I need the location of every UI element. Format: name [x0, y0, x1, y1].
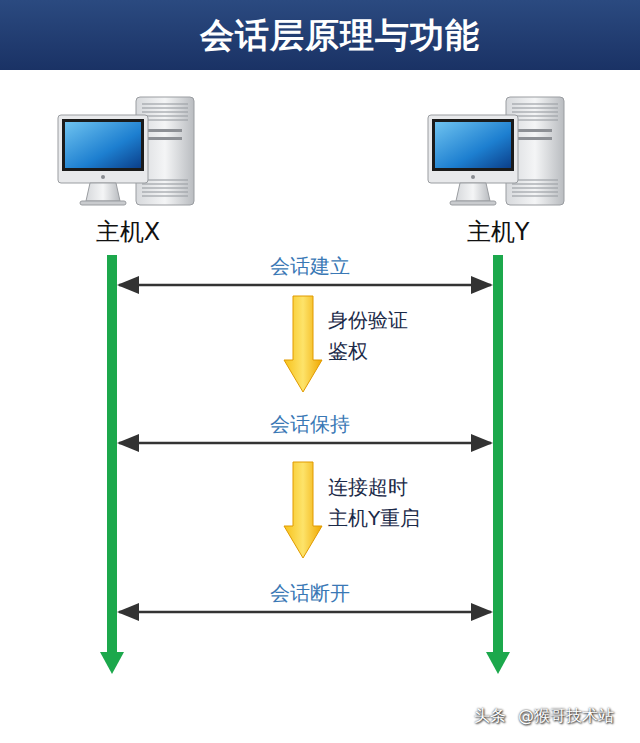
session-label: 会话建立	[266, 253, 354, 280]
step-note: 身份验证 鉴权	[328, 305, 414, 367]
session-label: 会话断开	[266, 580, 354, 607]
session-arrow	[119, 611, 491, 614]
lifeline-head	[486, 652, 510, 674]
session-arrow	[119, 284, 491, 287]
watermark: 头条	[474, 706, 506, 727]
watermark: @猴哥技术站	[518, 706, 614, 727]
step-note: 连接超时 主机Y重启	[328, 472, 428, 534]
computer-icon	[428, 97, 564, 205]
host-name: 主机Y	[463, 214, 534, 250]
session-label: 会话保持	[266, 411, 354, 438]
host-label: 主机Y	[463, 214, 534, 250]
title-text: 会话层原理与功能	[0, 0, 640, 70]
computer-icon	[58, 97, 194, 205]
host-label: 主机X	[92, 214, 164, 250]
lifeline	[107, 255, 117, 655]
host-name: 主机X	[92, 214, 164, 250]
session-arrow	[119, 442, 491, 445]
step-arrow	[284, 296, 322, 392]
step-arrow	[284, 462, 322, 558]
lifeline-head	[100, 652, 124, 674]
title-bar	[0, 0, 640, 70]
lifeline	[493, 255, 503, 655]
